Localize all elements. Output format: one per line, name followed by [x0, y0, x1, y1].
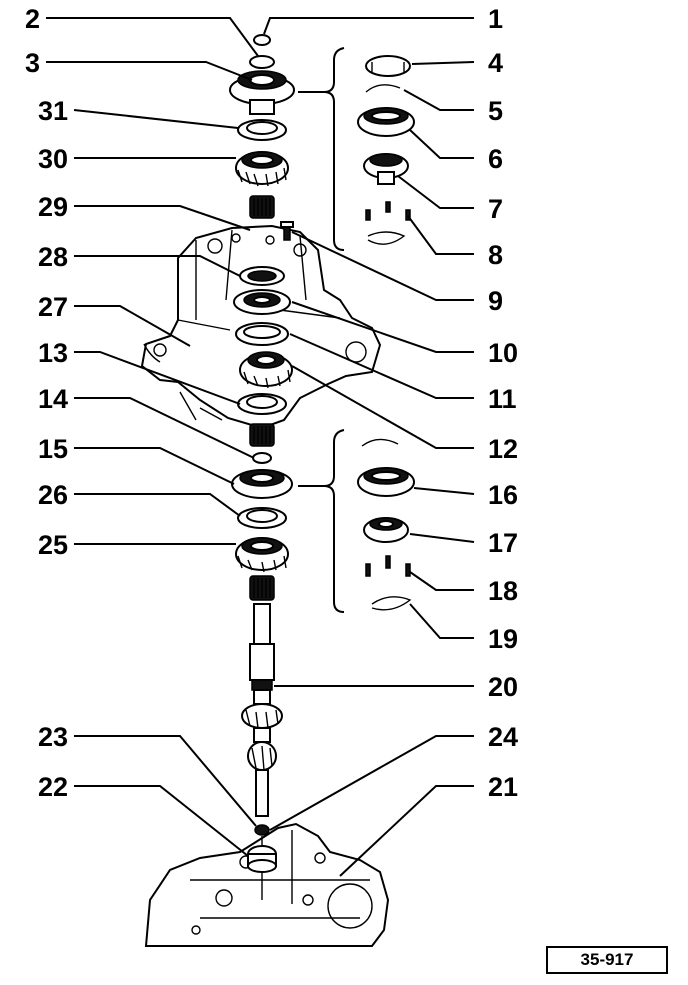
synchro-ring-26 — [237, 507, 287, 529]
needle-bearing-29 — [249, 195, 275, 219]
callout-29: 29 — [38, 192, 68, 222]
callout-21: 21 — [488, 772, 518, 802]
callout-25: 25 — [38, 530, 68, 560]
callout-11: 11 — [488, 384, 517, 414]
callout-14: 14 — [38, 384, 68, 414]
callout-labels: 1 2 3 4 5 6 7 8 9 10 11 12 13 14 15 16 1… — [25, 4, 518, 802]
transmission-housing-lower — [144, 822, 390, 947]
gear-25 — [235, 537, 289, 573]
gear-30 — [235, 151, 289, 187]
callout-2: 2 — [25, 4, 40, 34]
callout-7: 7 — [488, 194, 503, 224]
callout-13: 13 — [38, 338, 68, 368]
callout-23: 23 — [38, 722, 68, 752]
callout-15: 15 — [38, 434, 68, 464]
synchro-ring-31 — [237, 119, 287, 141]
callout-27: 27 — [38, 292, 68, 322]
callout-28: 28 — [38, 242, 68, 272]
figure-reference-box: 35-917 — [546, 946, 668, 974]
callout-31: 31 — [38, 96, 68, 126]
synchro-ring-6 — [357, 107, 415, 137]
ring-28 — [239, 266, 285, 286]
parts-kit-bracket-lower — [298, 429, 345, 613]
callout-9: 9 — [488, 286, 503, 316]
circlip-19 — [371, 596, 412, 611]
gear-12 — [239, 351, 293, 389]
cover-4 — [365, 55, 411, 77]
callout-24: 24 — [488, 722, 518, 752]
callout-19: 19 — [488, 624, 518, 654]
callout-16: 16 — [488, 480, 518, 510]
callout-17: 17 — [488, 528, 518, 558]
circlip-14 — [252, 452, 272, 464]
bearing-race-22 — [247, 845, 277, 873]
synchro-hub-7 — [363, 153, 409, 185]
circlip-5 — [365, 84, 401, 93]
needle-bearing-upper — [249, 423, 275, 447]
callout-10: 10 — [488, 338, 518, 368]
washer-24 — [254, 824, 270, 836]
bolt-9 — [280, 221, 294, 241]
figure-reference-number: 35-917 — [580, 950, 634, 969]
circlip-lower — [361, 438, 399, 447]
callout-4: 4 — [488, 48, 503, 78]
callout-22: 22 — [38, 772, 68, 802]
callout-3: 3 — [25, 48, 40, 78]
synchro-ring-13 — [237, 393, 287, 415]
callout-18: 18 — [488, 576, 518, 606]
synchro-hub-17 — [363, 517, 409, 543]
circlip-1 — [253, 34, 271, 46]
gear-assembly-3 — [229, 70, 295, 115]
ring-11 — [235, 322, 289, 346]
bearing-10 — [233, 289, 291, 315]
spring-keys-18 — [365, 555, 411, 577]
spring-keys-8 — [365, 201, 411, 245]
callout-6: 6 — [488, 144, 503, 174]
main-shaft-20 — [241, 603, 283, 817]
callout-5: 5 — [488, 96, 503, 126]
callout-1: 1 — [488, 4, 503, 34]
needle-bearing-lower — [249, 575, 275, 601]
callout-20: 20 — [488, 672, 518, 702]
washer-2 — [249, 55, 275, 69]
callout-30: 30 — [38, 144, 68, 174]
synchro-ring-16 — [357, 467, 415, 497]
synchro-hub-15 — [231, 469, 293, 499]
leader-lines — [46, 17, 475, 877]
callout-8: 8 — [488, 240, 503, 270]
parts-kit-bracket-upper — [298, 47, 345, 251]
callout-26: 26 — [38, 480, 68, 510]
callout-12: 12 — [488, 434, 518, 464]
